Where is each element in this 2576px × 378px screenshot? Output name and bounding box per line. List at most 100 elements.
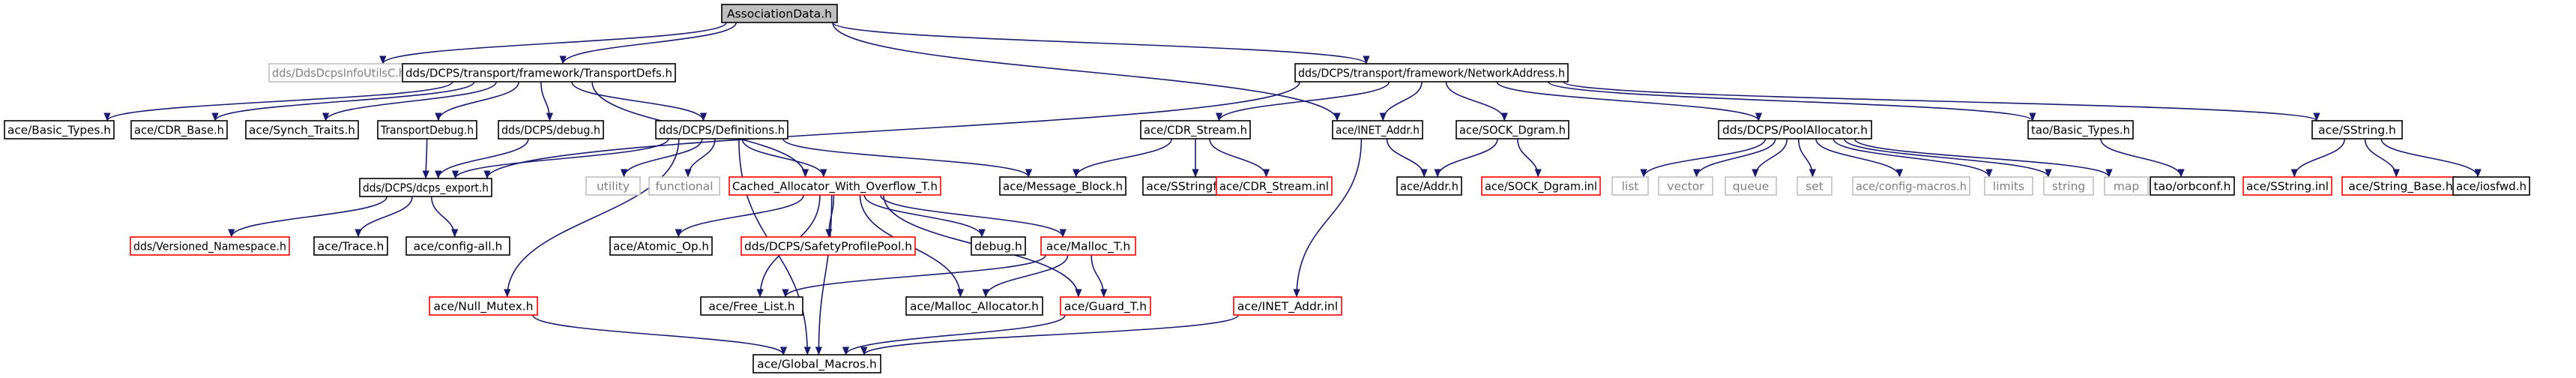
edge-guardt-to-globalmacros xyxy=(842,314,1066,356)
dependency-edge xyxy=(1209,138,1270,178)
node-tao-orbconf-h[interactable]: tao/orbconf.h xyxy=(2150,176,2235,196)
node-ace-malloc-t-h[interactable]: ace/Malloc_T.h xyxy=(1040,236,1136,256)
node-box xyxy=(1332,120,1423,140)
node-ace-global-macros-h[interactable]: ace/Global_Macros.h xyxy=(752,354,881,374)
node-label: ace/CDR_Base.h xyxy=(134,124,224,138)
node-box xyxy=(740,236,916,256)
dependency-edge xyxy=(2100,138,2185,178)
node-ace-inet-addr-h[interactable]: ace/INET_Addr.h xyxy=(1332,120,1423,140)
node-ace-iosfwd-h[interactable]: ace/iosfwd.h xyxy=(2452,176,2530,196)
edge-cached-to-globalmacros xyxy=(815,194,833,356)
node-dds-dcps-transport-framework-transportdefs-h[interactable]: dds/DCPS/transport/framework/TransportDe… xyxy=(402,63,676,82)
dependency-edge xyxy=(782,254,1046,298)
node-label: dds/Versioned_Namespace.h xyxy=(133,240,286,254)
dependency-edge xyxy=(355,196,413,238)
node-dds-dcps-dcps-export-h[interactable]: dds/DCPS/dcps_export.h xyxy=(359,178,492,197)
node-label: ace/Free_List.h xyxy=(708,300,794,314)
node-dds-dcps-definitions-h[interactable]: dds/DCPS/Definitions.h xyxy=(655,120,788,140)
node-dds-dcps-transport-framework-networkaddress-h[interactable]: dds/DCPS/transport/framework/NetworkAddr… xyxy=(1294,63,1569,82)
dependency-edge xyxy=(322,81,497,122)
node-label: dds/DCPS/PoolAllocator.h xyxy=(1722,124,1868,137)
dependency-edge xyxy=(863,194,986,238)
node-box xyxy=(609,236,713,256)
node-label: ace/Guard_T.h xyxy=(1064,300,1147,314)
edge-poolalloc-to-string xyxy=(1843,138,2052,178)
edge-poolalloc-to-list xyxy=(1640,138,1767,178)
node-ace-sock-dgram-h[interactable]: ace/SOCK_Dgram.h xyxy=(1456,120,1569,140)
node-ace-sstring-inl[interactable]: ace/SString.inl xyxy=(2242,176,2332,196)
node-ace-cdr-base-h[interactable]: ace/CDR_Base.h xyxy=(130,120,228,140)
edge-netaddr-to-taobasic xyxy=(1548,81,2036,122)
node-ace-free-list-h[interactable]: ace/Free_List.h xyxy=(700,296,803,316)
dependency-edge xyxy=(815,194,833,356)
edge-tdefs-to-ddebug xyxy=(540,81,554,122)
node-label: ace/Message_Block.h xyxy=(1003,180,1123,194)
node-box xyxy=(498,120,604,140)
node-dds-ddsdcpsinfoutilsc-h: dds/DdsDcpsInfoUtilsC.h xyxy=(268,63,409,82)
node-ace-message-block-h[interactable]: ace/Message_Block.h xyxy=(999,176,1126,196)
edge-root-to-inetaddr xyxy=(832,22,1341,122)
node-ace-atomic-op-h[interactable]: ace/Atomic_Op.h xyxy=(609,236,713,256)
edge-tdefs-to-basic xyxy=(103,81,453,122)
edge-sockdgram-to-addr xyxy=(1434,138,1498,178)
node-dds-dcps-poolallocator-h[interactable]: dds/DCPS/PoolAllocator.h xyxy=(1718,120,1872,140)
node-box xyxy=(1233,296,1342,316)
node-box xyxy=(245,120,359,140)
node-dds-dcps-debug-h[interactable]: dds/DCPS/debug.h xyxy=(498,120,604,140)
node-label: ace/Trace.h xyxy=(318,240,384,254)
dependency-edge xyxy=(1091,254,1108,298)
node-label: ace/CDR_Stream.h xyxy=(1144,124,1247,138)
node-label: dds/DCPS/transport/framework/NetworkAddr… xyxy=(1298,67,1565,80)
node-cached-allocator-with-overflow-t-h[interactable]: Cached_Allocator_With_Overflow_T.h xyxy=(729,176,941,196)
node-ace-inet-addr-inl[interactable]: ace/INET_Addr.inl xyxy=(1233,296,1342,316)
node-label: ace/config-all.h xyxy=(414,240,503,254)
edge-export-to-configall xyxy=(430,196,459,238)
dependency-edge xyxy=(504,138,680,298)
dependency-edge xyxy=(1379,81,1423,122)
dependency-edge xyxy=(675,194,805,238)
dependency-edge xyxy=(1833,138,1993,178)
node-debug-h[interactable]: debug.h xyxy=(971,236,1026,256)
node-dds-versioned-namespace-h[interactable]: dds/Versioned_Namespace.h xyxy=(130,236,290,256)
node-label: map xyxy=(2114,180,2139,194)
node-ace-addr-h[interactable]: ace/Addr.h xyxy=(1396,176,1462,196)
node-dds-dcps-safetyprofilepool-h[interactable]: dds/DCPS/SafetyProfilePool.h xyxy=(740,236,916,256)
node-ace-config-all-h[interactable]: ace/config-all.h xyxy=(405,236,510,256)
dependency-edge xyxy=(430,196,459,238)
node-tao-basic-types-h[interactable]: tao/Basic_Types.h xyxy=(2027,120,2134,140)
node-label: ace/SString.inl xyxy=(2246,180,2329,194)
node-ace-malloc-allocator-h[interactable]: ace/Malloc_Allocator.h xyxy=(905,296,1043,316)
node-ace-null-mutex-h[interactable]: ace/Null_Mutex.h xyxy=(429,296,538,316)
node-transportdebug-h[interactable]: TransportDebug.h xyxy=(377,120,477,140)
node-ace-guard-t-h[interactable]: ace/Guard_T.h xyxy=(1060,296,1151,316)
edge-defs-to-export xyxy=(451,138,669,179)
dependency-edge xyxy=(880,194,1067,238)
node-label: ace/SOCK_Dgram.inl xyxy=(1485,180,1597,194)
edge-inetaddr-to-inetinl xyxy=(1293,138,1363,298)
node-ace-sock-dgram-inl[interactable]: ace/SOCK_Dgram.inl xyxy=(1481,176,1601,196)
edge-cdrstream-to-cdrinl xyxy=(1209,138,1270,178)
node-ace-cdr-stream-inl[interactable]: ace/CDR_Stream.inl xyxy=(1216,176,1333,196)
node-box xyxy=(1396,176,1462,196)
node-box xyxy=(655,120,788,140)
dependency-edge xyxy=(832,22,1341,122)
node-box xyxy=(405,236,510,256)
node-box xyxy=(971,236,1026,256)
node-ace-synch-traits-h[interactable]: ace/Synch_Traits.h xyxy=(245,120,359,140)
edge-tdefs-to-defs xyxy=(571,81,708,122)
dependency-edge xyxy=(741,138,827,178)
dependency-edge xyxy=(435,138,529,179)
node-box xyxy=(2341,176,2460,196)
node-ace-string-base-h[interactable]: ace/String_Base.h xyxy=(2341,176,2460,196)
node-associationdata-h[interactable]: AssociationData.h xyxy=(721,4,838,23)
node-box xyxy=(130,236,290,256)
dependency-edge xyxy=(2364,138,2400,178)
edge-cached-to-debugh xyxy=(863,194,986,238)
node-ace-cdr-stream-h[interactable]: ace/CDR_Stream.h xyxy=(1140,120,1251,140)
dependency-edge xyxy=(1563,81,2320,122)
node-ace-trace-h[interactable]: ace/Trace.h xyxy=(313,236,388,256)
edge-poolalloc-to-queue xyxy=(1752,138,1788,178)
node-ace-sstring-h[interactable]: ace/SString.h xyxy=(2311,120,2403,140)
node-ace-basic-types-h[interactable]: ace/Basic_Types.h xyxy=(4,120,115,140)
node-label: ace/CDR_Stream.inl xyxy=(1219,180,1329,194)
